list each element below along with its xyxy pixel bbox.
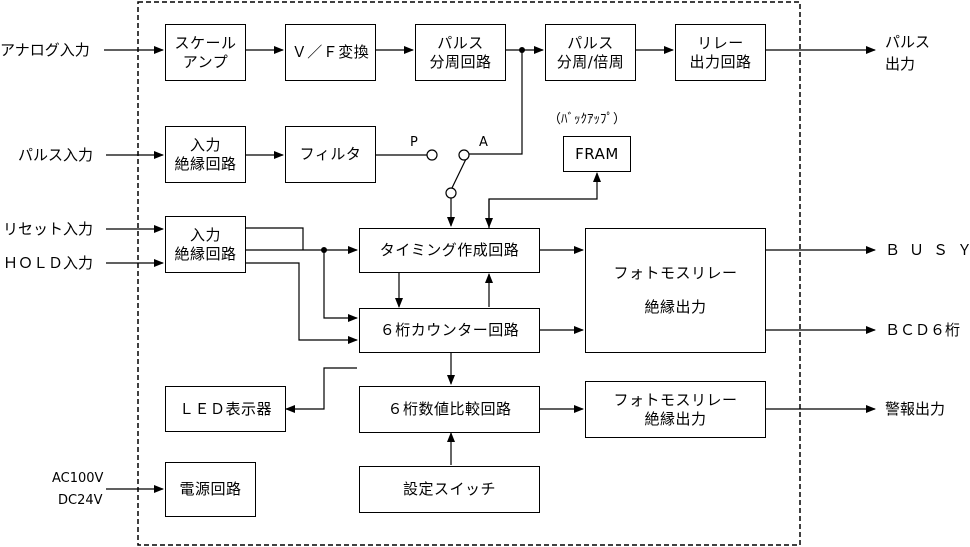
block-input-isolation-1: 入力 絶縁回路 xyxy=(165,126,246,183)
switch-contact-a xyxy=(458,149,470,161)
block-input-isolation-2: 入力 絶縁回路 xyxy=(165,216,246,273)
label-bcd-output: ＢＣＤ６桁 xyxy=(885,321,961,339)
label-power-ac: AC100V xyxy=(52,471,104,486)
block-setting-switch: 設定スイッチ xyxy=(359,466,540,513)
block-photomos-output-1-line2: 絶縁出力 xyxy=(644,297,707,316)
label-busy-output: ＢＵＳＹ xyxy=(885,241,970,259)
block-input-isolation-2-line1: 入力 xyxy=(189,225,221,244)
block-pulse-divider-line2: 分周回路 xyxy=(429,52,492,71)
label-switch-a: A xyxy=(479,135,488,150)
block-six-digit-comparator-label: ６桁数値比較回路 xyxy=(387,400,512,418)
arrow-counter-to-led xyxy=(285,367,357,413)
block-pulse-div-mul-line1: パルス xyxy=(567,33,614,52)
block-pulse-div-mul-line2: 分周/倍周 xyxy=(556,52,625,71)
block-timing-generator: タイミング作成回路 xyxy=(359,228,540,273)
block-power-supply-label: 電源回路 xyxy=(179,480,242,498)
line-node-to-switch-a xyxy=(469,50,523,155)
device-enclosure xyxy=(137,1,801,546)
label-alarm-output: 警報出力 xyxy=(885,400,946,418)
block-setting-switch-label: 設定スイッチ xyxy=(402,480,496,498)
label-switch-p: P xyxy=(410,135,418,150)
block-pulse-divider-line1: パルス xyxy=(437,33,484,52)
block-relay-output-line1: リレー xyxy=(697,33,744,52)
block-filter: フィルタ xyxy=(285,126,376,183)
label-pulse-output-2: 出力 xyxy=(885,55,916,73)
label-analog-input: アナログ入力 xyxy=(0,41,90,59)
block-fram: FRAM xyxy=(563,136,631,172)
label-hold-input: ＨＯＬＤ入力 xyxy=(3,254,94,272)
block-photomos-output-2-line1: フォトモスリレー xyxy=(613,390,738,409)
label-power-dc: DC24V xyxy=(58,493,103,508)
block-pulse-div-mul: パルス 分周/倍周 xyxy=(545,24,636,81)
block-scale-amp-line1: スケール xyxy=(174,33,237,52)
arrow-timing-to-fram xyxy=(488,172,601,228)
block-vf-converter-label: Ｖ／Ｆ変換 xyxy=(291,43,370,61)
block-timing-generator-label: タイミング作成回路 xyxy=(379,241,520,259)
block-six-digit-counter: ６桁カウンター回路 xyxy=(359,308,540,353)
block-vf-converter: Ｖ／Ｆ変換 xyxy=(285,24,376,81)
block-scale-amp: スケール アンプ xyxy=(165,24,246,81)
block-relay-output: リレー 出力回路 xyxy=(675,24,766,81)
block-input-isolation-2-line2: 絶縁回路 xyxy=(174,244,237,263)
arrow-node-to-counter xyxy=(323,250,358,322)
block-input-isolation-1-line2: 絶縁回路 xyxy=(174,154,237,173)
block-scale-amp-line2: アンプ xyxy=(182,52,229,71)
block-photomos-output-1-line1: フォトモスリレー xyxy=(613,264,738,283)
block-filter-label: フィルタ xyxy=(299,145,362,163)
junction-dot-reset xyxy=(321,247,327,253)
label-backup: （ﾊﾞｯｸｱｯﾌﾟ） xyxy=(548,112,627,127)
block-power-supply: 電源回路 xyxy=(165,462,256,517)
block-photomos-output-1: フォトモスリレー 絶縁出力 xyxy=(585,228,766,353)
label-pulse-output-1: パルス xyxy=(885,33,931,51)
switch-contact-p xyxy=(426,149,438,161)
block-led-display: ＬＥＤ表示器 xyxy=(165,386,286,432)
block-six-digit-counter-label: ６桁カウンター回路 xyxy=(379,321,520,339)
block-six-digit-comparator: ６桁数値比較回路 xyxy=(359,386,540,433)
block-photomos-output-2: フォトモスリレー 絶縁出力 xyxy=(585,381,766,438)
block-photomos-output-2-line2: 絶縁出力 xyxy=(644,409,707,428)
junction-dot-top xyxy=(519,47,525,53)
label-reset-input: リセット入力 xyxy=(3,220,94,238)
block-relay-output-line2: 出力回路 xyxy=(689,52,752,71)
label-pulse-input: パルス入力 xyxy=(18,146,94,164)
switch-arm xyxy=(450,158,467,191)
block-led-display-label: ＬＥＤ表示器 xyxy=(178,399,272,418)
arrow-iso2-to-counter xyxy=(246,262,358,344)
block-fram-label: FRAM xyxy=(575,144,619,163)
switch-common xyxy=(445,187,457,199)
line-iso2-to-node xyxy=(246,227,304,250)
block-input-isolation-1-line1: 入力 xyxy=(189,135,221,154)
block-pulse-divider: パルス 分周回路 xyxy=(415,24,506,81)
